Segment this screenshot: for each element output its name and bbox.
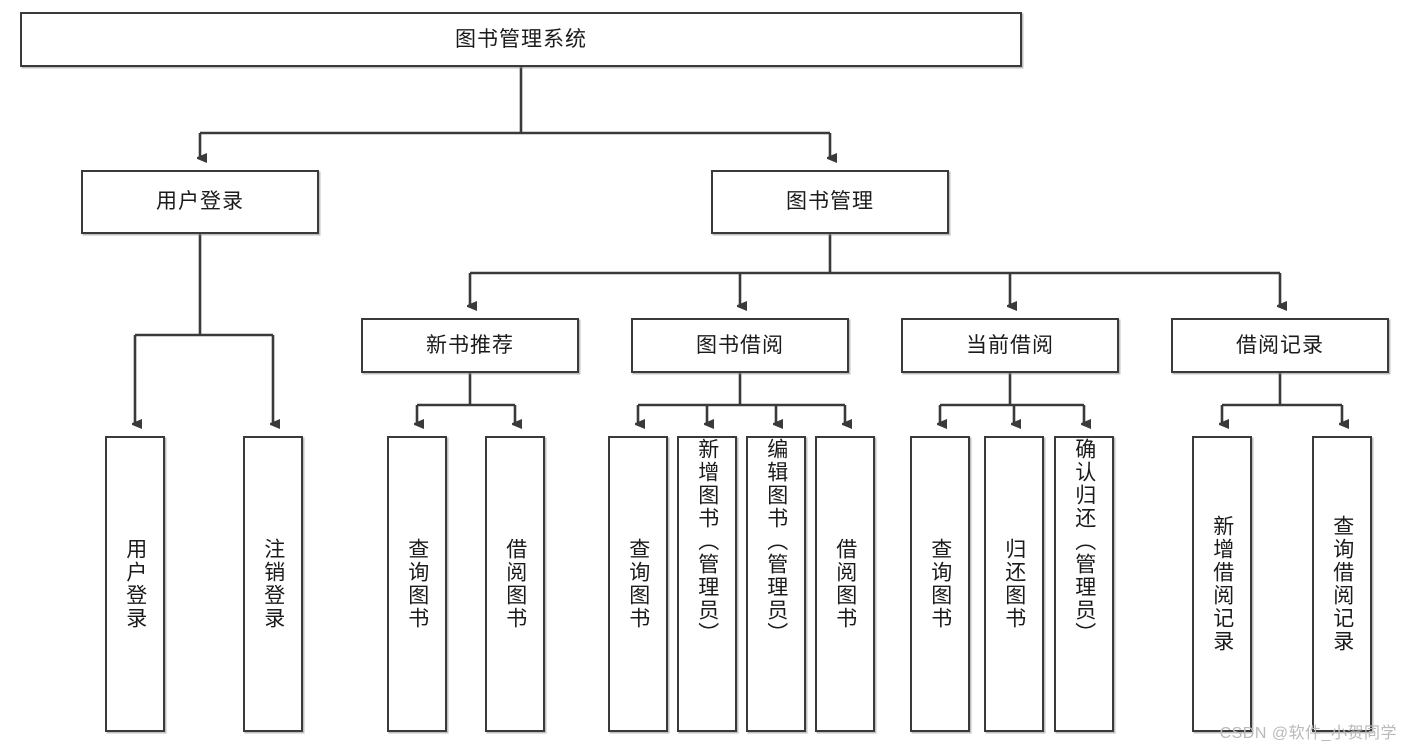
node-borrow-record[interactable]: 借阅记录 [1171, 318, 1389, 373]
leaf-borrow-book-recommend[interactable]: 借阅图书 [485, 436, 545, 732]
node-new-book-recommend[interactable]: 新书推荐 [361, 318, 579, 373]
node-current-borrow-label: 当前借阅 [966, 333, 1054, 357]
node-book-management[interactable]: 图书管理 [711, 170, 949, 234]
leaf-query-book-recommend[interactable]: 查询图书 [387, 436, 447, 732]
leaf-label: 用户登录 [123, 538, 147, 630]
leaf-label: 编辑图书（管理员） [764, 438, 788, 645]
leaf-label: 注销登录 [261, 538, 285, 630]
leaf-label: 查询图书 [928, 538, 952, 630]
leaf-query-book-current[interactable]: 查询图书 [910, 436, 970, 732]
watermark: CSDN @软件_小贺同学 [1219, 725, 1397, 742]
node-root[interactable]: 图书管理系统 [20, 12, 1022, 67]
leaf-user-login[interactable]: 用户登录 [105, 436, 165, 732]
leaf-return-book[interactable]: 归还图书 [984, 436, 1044, 732]
node-user-login-label: 用户登录 [156, 190, 244, 214]
leaf-label: 借阅图书 [833, 538, 857, 630]
node-book-management-label: 图书管理 [786, 190, 874, 214]
leaf-query-book-borrow[interactable]: 查询图书 [608, 436, 668, 732]
node-user-login[interactable]: 用户登录 [81, 170, 319, 234]
leaf-label: 新增图书（管理员） [695, 438, 719, 645]
node-root-label: 图书管理系统 [455, 27, 587, 51]
leaf-label: 借阅图书 [503, 538, 527, 630]
leaf-label: 查询图书 [405, 538, 429, 630]
node-current-borrow[interactable]: 当前借阅 [901, 318, 1119, 373]
node-book-borrow-label: 图书借阅 [696, 333, 784, 357]
leaf-add-borrow-record[interactable]: 新增借阅记录 [1192, 436, 1252, 732]
leaf-label: 查询借阅记录 [1330, 515, 1354, 653]
leaf-label: 确认归还（管理员） [1072, 438, 1096, 645]
node-borrow-record-label: 借阅记录 [1236, 333, 1324, 357]
node-new-book-recommend-label: 新书推荐 [426, 333, 514, 357]
leaf-borrow-book[interactable]: 借阅图书 [815, 436, 875, 732]
leaf-label: 新增借阅记录 [1210, 515, 1234, 653]
leaf-label: 查询图书 [626, 538, 650, 630]
leaf-add-book-admin[interactable]: 新增图书（管理员） [677, 436, 737, 732]
leaf-query-borrow-record[interactable]: 查询借阅记录 [1312, 436, 1372, 732]
leaf-confirm-return-admin[interactable]: 确认归还（管理员） [1054, 436, 1114, 732]
leaf-label: 归还图书 [1002, 538, 1026, 630]
leaf-user-logout[interactable]: 注销登录 [243, 436, 303, 732]
node-book-borrow[interactable]: 图书借阅 [631, 318, 849, 373]
leaf-edit-book-admin[interactable]: 编辑图书（管理员） [746, 436, 806, 732]
